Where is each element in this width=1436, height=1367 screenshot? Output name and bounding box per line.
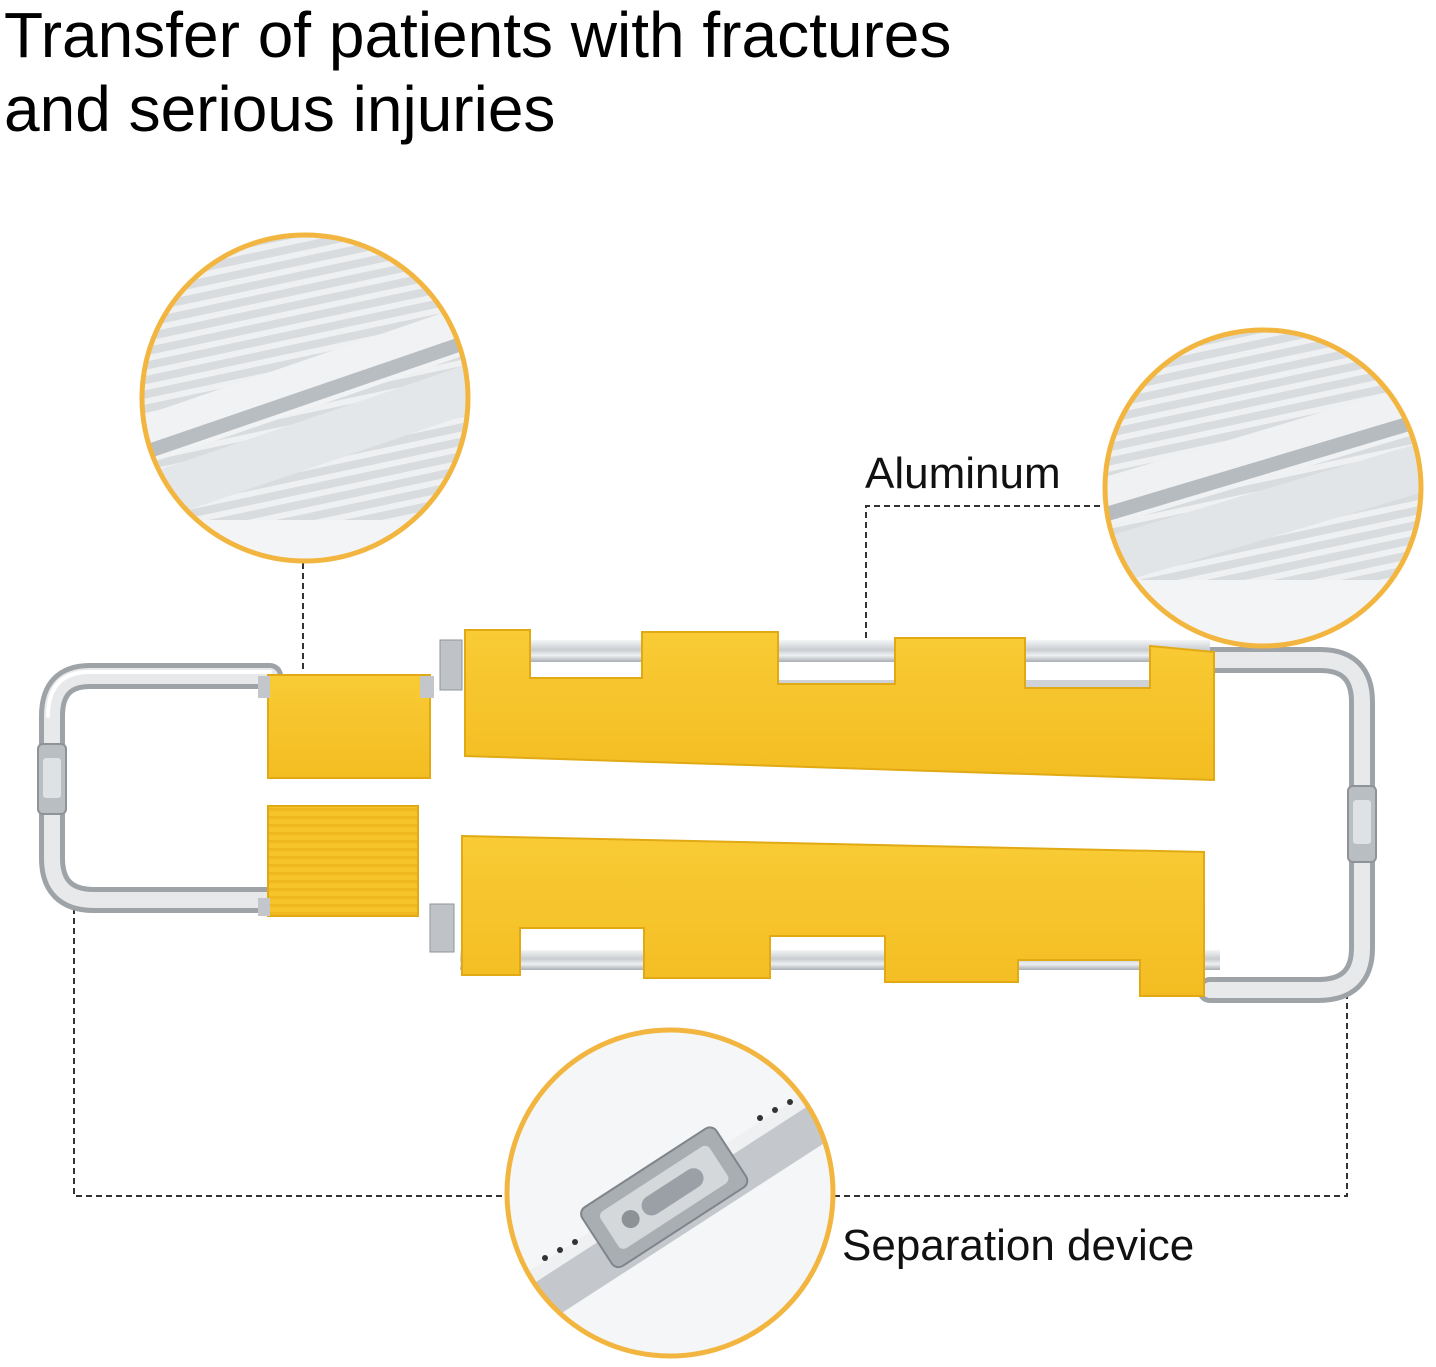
right-frame-loop: [1197, 647, 1375, 1003]
right-separation-clip: [1347, 785, 1377, 863]
lower-small-panel: [258, 805, 419, 917]
separation-device-label: Separation device: [842, 1221, 1195, 1270]
left-separation-clip: [37, 743, 67, 815]
leader-lines: [73, 505, 1348, 1197]
upper-long-panel: [439, 629, 1215, 782]
left-frame-loop: [39, 663, 283, 913]
aluminum-closeup-circle-right: [1102, 327, 1424, 649]
separation-device-closeup-circle: [504, 1027, 836, 1359]
title-line-1: Transfer of patients with fractures: [4, 0, 952, 71]
aluminum-closeup-circle-left: [139, 232, 471, 564]
upper-small-panel: [258, 674, 434, 779]
lower-long-panel: [429, 834, 1205, 997]
title-line-2: and serious injuries: [4, 73, 556, 145]
aluminum-label: Aluminum: [865, 449, 1061, 498]
page-title: Transfer of patients with fractures and …: [4, 0, 951, 146]
